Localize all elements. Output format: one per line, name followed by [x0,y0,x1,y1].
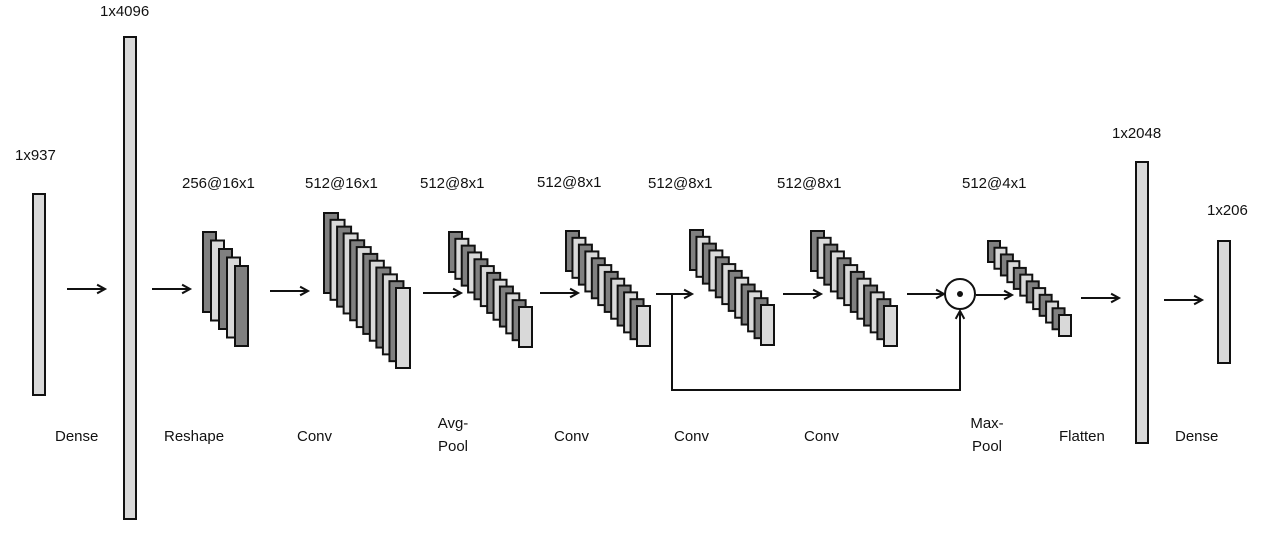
flow-arrow-head [452,287,464,299]
dense-4096-bar [123,36,137,520]
flow-arrow-head [569,287,581,299]
flow-arrow-head [1003,289,1015,301]
merge-dot-icon [957,291,963,297]
conv2-stack-plate [636,305,651,347]
flatten-2048-bar [1135,161,1149,444]
reshape-stack-plate [234,265,249,347]
shape-label-reshape: 256@16x1 [182,175,255,192]
conv3-stack-plate [760,304,775,346]
flow-arrow-head [812,288,824,300]
shape-label-dense1: 1x4096 [100,3,150,20]
conv1-stack-plate [395,287,411,369]
layer-label-dense: Dense [1175,428,1219,445]
shape-label-output: 1x206 [1207,202,1248,219]
flow-arrow-head [181,283,193,295]
avgpool-stack-plate [518,306,533,348]
flow-arrow-head [96,283,108,295]
conv4-stack-plate [883,305,898,347]
layer-label-maxpool-line1: Max- [970,415,1004,432]
shape-label-maxpool: 512@4x1 [962,175,1027,192]
shape-label-conv1: 512@16x1 [305,175,378,192]
layer-label-reshape: Reshape [164,428,225,445]
skip-connection-arrow-head [954,308,966,320]
layer-label-dense: Dense [55,428,99,445]
dense-input-bar [32,193,46,396]
layer-label-avgpool-line1: Avg- [437,415,469,432]
layer-label-conv: Conv [554,428,590,445]
layer-label-conv: Conv [297,428,333,445]
shape-label-input: 1x937 [15,147,56,164]
layer-label-conv: Conv [674,428,710,445]
maxpool-stack-plate [1058,314,1072,337]
layer-label-avgpool-line2: Pool [437,438,469,455]
flow-arrow-head [683,288,695,300]
flow-arrow-head [1193,294,1205,306]
flow-arrow-head [1110,292,1122,304]
layer-label-flatten: Flatten [1059,428,1105,445]
shape-label-avgpool: 512@8x1 [420,175,485,192]
skip-connection-line [671,294,961,391]
dense-output-bar [1217,240,1231,364]
layer-label-maxpool-line2: Pool [971,438,1003,455]
shape-label-flatten: 1x2048 [1112,125,1162,142]
shape-label-conv3: 512@8x1 [648,175,713,192]
layer-label-conv: Conv [804,428,840,445]
flow-arrow-head [299,285,311,297]
shape-label-conv2: 512@8x1 [537,174,602,191]
shape-label-conv4: 512@8x1 [777,175,842,192]
